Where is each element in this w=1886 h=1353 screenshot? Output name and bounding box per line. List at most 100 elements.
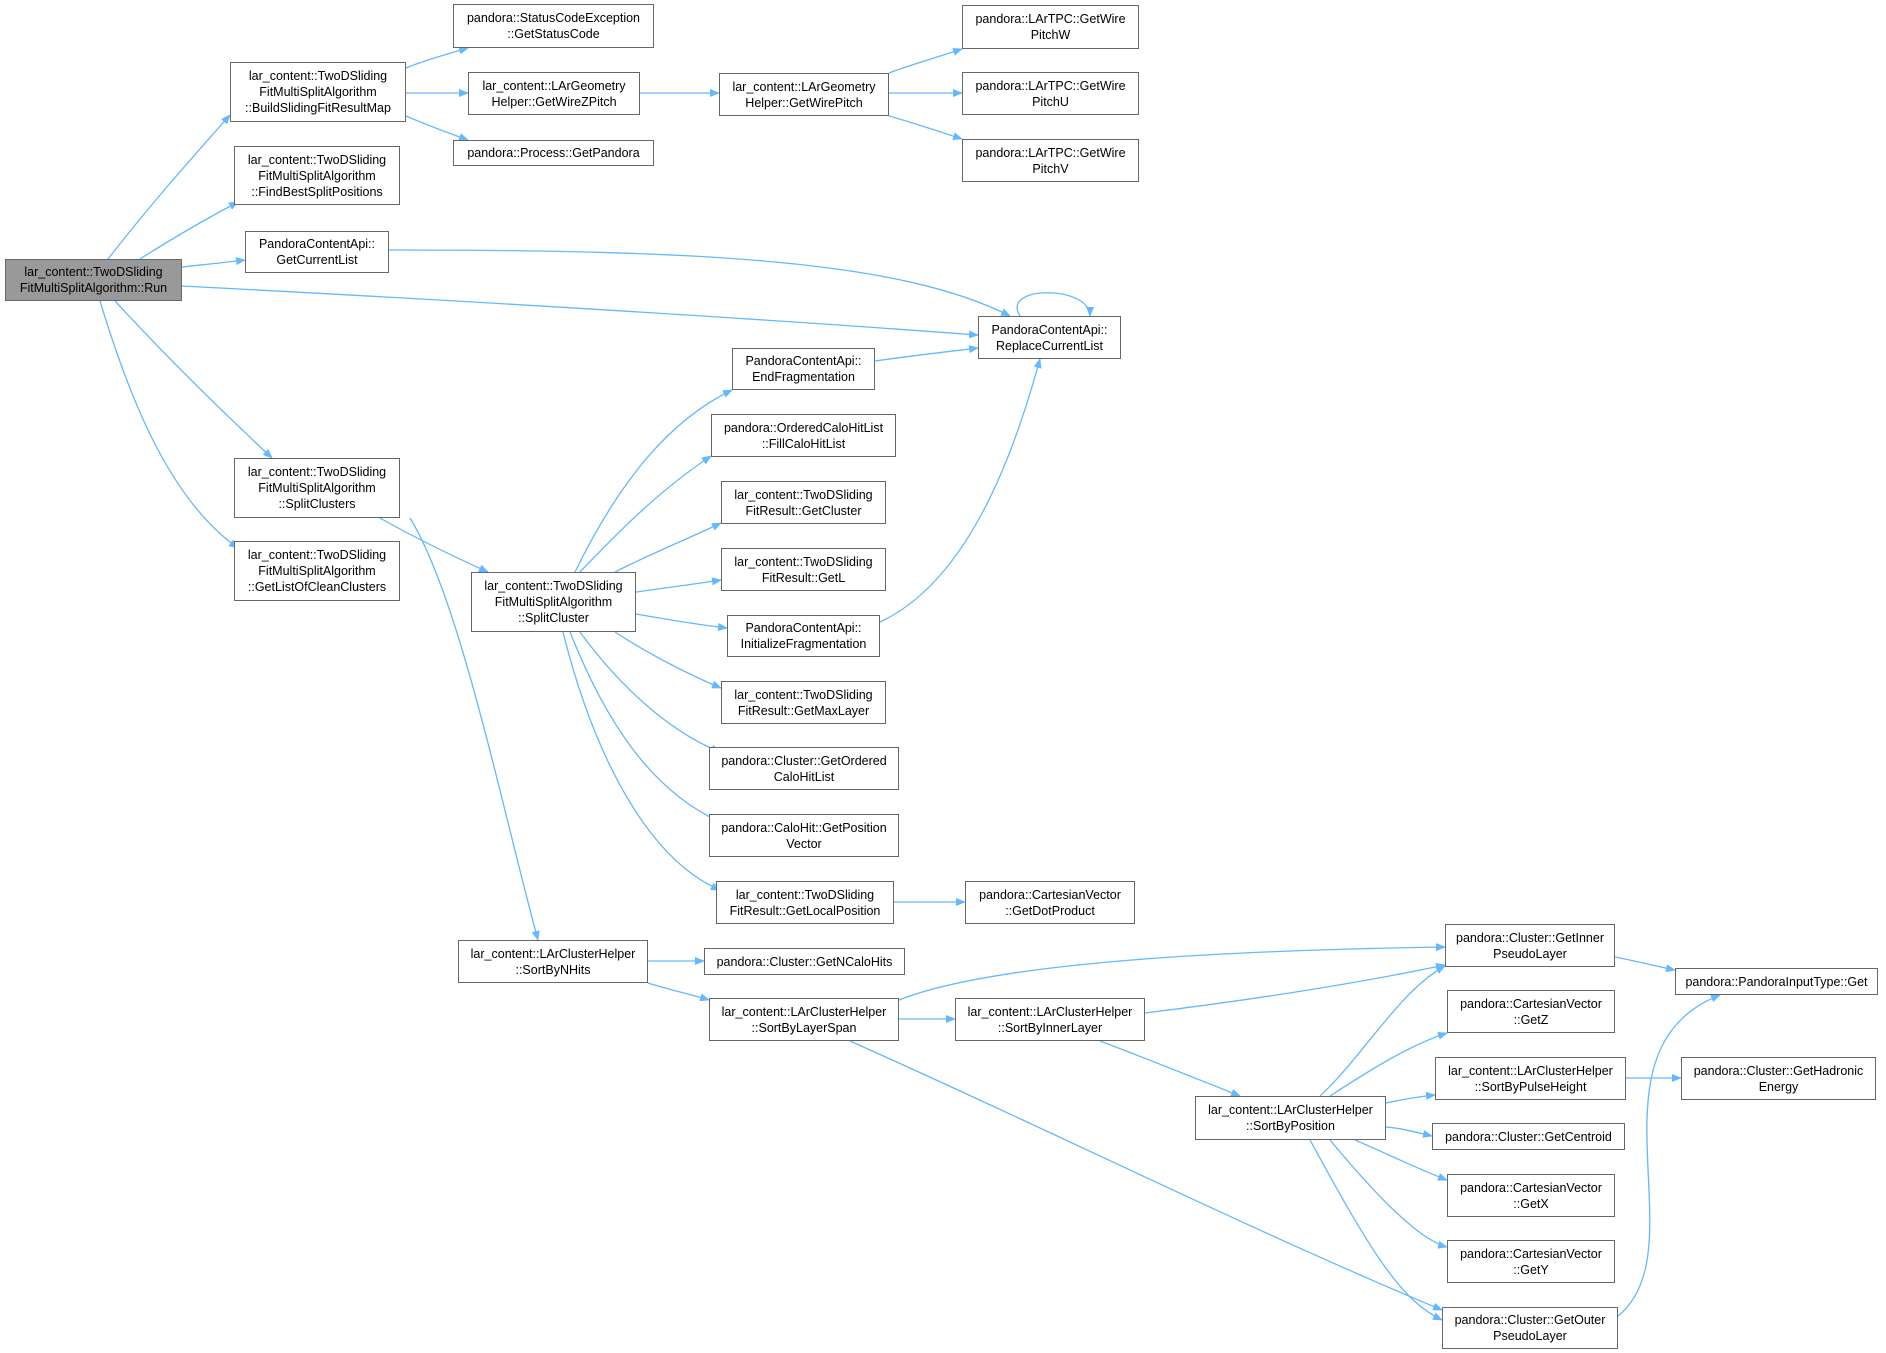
node-initialize-fragmentation[interactable]: PandoraContentApi::InitializeFragmentati…	[727, 615, 880, 657]
edge-sortposition-getcentroid	[1385, 1126, 1433, 1138]
node-end-fragmentation[interactable]: PandoraContentApi::EndFragmentation	[732, 348, 875, 390]
node-label-line: CaloHitList	[773, 769, 835, 784]
node-get-dot-product[interactable]: pandora::CartesianVector::GetDotProduct	[965, 881, 1135, 924]
node-sort-by-inner-layer[interactable]: lar_content::LArClusterHelper::SortByInn…	[955, 998, 1145, 1041]
edge-sortinner-getinner	[1144, 962, 1446, 1014]
edge-endfrag-replace	[874, 345, 979, 362]
edge-splitcluster-getposvec	[569, 631, 721, 823]
node-label-line: ::GetListOfCleanClusters	[247, 580, 387, 594]
node-label-line: FitResult::GetCluster	[745, 503, 862, 518]
node-label-line: Helper::GetWirePitch	[745, 95, 863, 110]
edge-sortnhits-sortlayerspan	[647, 982, 710, 1002]
node-label-line: FitMultiSplitAlgorithm	[258, 481, 376, 495]
node-get-y[interactable]: pandora::CartesianVector::GetY	[1447, 1240, 1615, 1283]
node-label-line: pandora::LArTPC::GetWire	[975, 145, 1126, 160]
node-get-z[interactable]: pandora::CartesianVector::GetZ	[1447, 990, 1615, 1033]
node-label-line: lar_content::LArClusterHelper	[967, 1004, 1133, 1019]
node-label-line: PitchV	[1032, 161, 1069, 176]
node-label-line: pandora::CartesianVector	[1460, 1180, 1602, 1195]
node-sort-by-position[interactable]: lar_content::LArClusterHelper::SortByPos…	[1195, 1096, 1386, 1140]
edge-run-replace	[181, 285, 979, 339]
edge-run-splitclusters	[114, 300, 273, 459]
edge-sortposition-getinner	[1319, 965, 1446, 1097]
node-get-current-list[interactable]: PandoraContentApi::GetCurrentList	[245, 231, 389, 273]
node-label-line: lar_content::TwoDSliding	[735, 887, 875, 902]
node-label-line: pandora::Cluster::GetInner	[1456, 930, 1604, 945]
edge-sortlayerspan-getinner	[898, 943, 1446, 1001]
edge-run-getlistclean	[99, 300, 239, 549]
edge-replace-self	[1016, 292, 1094, 317]
node-label-line: pandora::Cluster::GetOuter	[1454, 1313, 1606, 1327]
node-label-line: FitMultiSplitAlgorithm::Run	[19, 281, 168, 295]
node-sort-by-n-hits[interactable]: lar_content::LArClusterHelper::SortByNHi…	[458, 940, 648, 983]
node-label-line: lar_content::TwoDSliding	[247, 152, 387, 167]
node-label-line: PandoraContentApi::	[745, 621, 862, 635]
edge-splitcluster-fillcalo	[579, 455, 712, 573]
node-label-line: EndFragmentation	[752, 370, 855, 384]
node-label-line: ::GetX	[1513, 1196, 1549, 1211]
node-label-line: ::GetY	[1513, 1262, 1549, 1277]
node-label-line: FitResult::GetL	[761, 570, 846, 585]
node-get-status-code[interactable]: pandora::StatusCodeException::GetStatusC…	[453, 4, 654, 48]
node-label-line: Energy	[1758, 1079, 1799, 1094]
node-sort-by-layer-span[interactable]: lar_content::LArClusterHelper::SortByLay…	[709, 998, 899, 1041]
node-replace-current-list[interactable]: PandoraContentApi::ReplaceCurrentList	[978, 316, 1121, 359]
node-label-line: ::BuildSlidingFitResultMap	[245, 101, 391, 115]
node-label-line: lar_content::TwoDSliding	[247, 548, 387, 562]
edge-run-getcurrent	[181, 257, 246, 268]
node-label-line: lar_content::LArClusterHelper	[1448, 1063, 1613, 1078]
edge-getouter-inputget	[1617, 994, 1721, 1317]
node-label-line: lar_content::TwoDSliding	[247, 465, 387, 479]
edge-splitcluster-getordered	[579, 631, 721, 753]
node-label-line: ::SplitCluster	[518, 611, 589, 625]
edge-getinner-inputget	[1614, 956, 1676, 973]
node-get-pandora[interactable]: pandora::Process::GetPandora	[453, 140, 654, 166]
node-fill-calo-hit-list[interactable]: pandora::OrderedCaloHitList::FillCaloHit…	[711, 414, 896, 457]
node-get-x[interactable]: pandora::CartesianVector::GetX	[1447, 1174, 1615, 1217]
node-label-line: pandora::CartesianVector	[979, 887, 1121, 902]
edge-splitcluster-getcluster	[614, 522, 722, 573]
node-label-line: PandoraContentApi::	[258, 237, 376, 251]
node-label-line: GetCurrentList	[276, 253, 358, 267]
node-label-line: Vector	[786, 836, 822, 851]
node-get-n-calo-hits[interactable]: pandora::Cluster::GetNCaloHits	[704, 948, 905, 975]
node-label-line: PandoraContentApi::	[745, 354, 862, 368]
node-sort-by-pulse-height[interactable]: lar_content::LArClusterHelper::SortByPul…	[1435, 1057, 1626, 1100]
node-label-line: FitResult::GetMaxLayer	[737, 703, 870, 718]
node-label-line: pandora::Process::GetPandora	[467, 146, 640, 160]
node-pandora-input-type-get[interactable]: pandora::PandoraInputType::Get	[1675, 968, 1878, 995]
node-label-line: lar_content::TwoDSliding	[248, 69, 388, 83]
edge-sortposition-gety	[1329, 1139, 1448, 1249]
node-label-line: lar_content::LArGeometry	[732, 79, 876, 94]
edge-splitcluster-getlocalpos	[562, 631, 721, 891]
node-label-line: FitMultiSplitAlgorithm	[258, 168, 376, 183]
edge-sortposition-getx	[1354, 1139, 1448, 1181]
node-get-centroid[interactable]: pandora::Cluster::GetCentroid	[1432, 1123, 1625, 1150]
node-label-line: pandora::CaloHit::GetPosition	[721, 820, 887, 835]
edge-sortposition-getz	[1329, 1031, 1448, 1097]
edge-sortlayerspan-getouter	[849, 1040, 1443, 1311]
node-label-line: FitMultiSplitAlgorithm	[494, 595, 613, 609]
node-label-line: PitchW	[1030, 28, 1071, 42]
